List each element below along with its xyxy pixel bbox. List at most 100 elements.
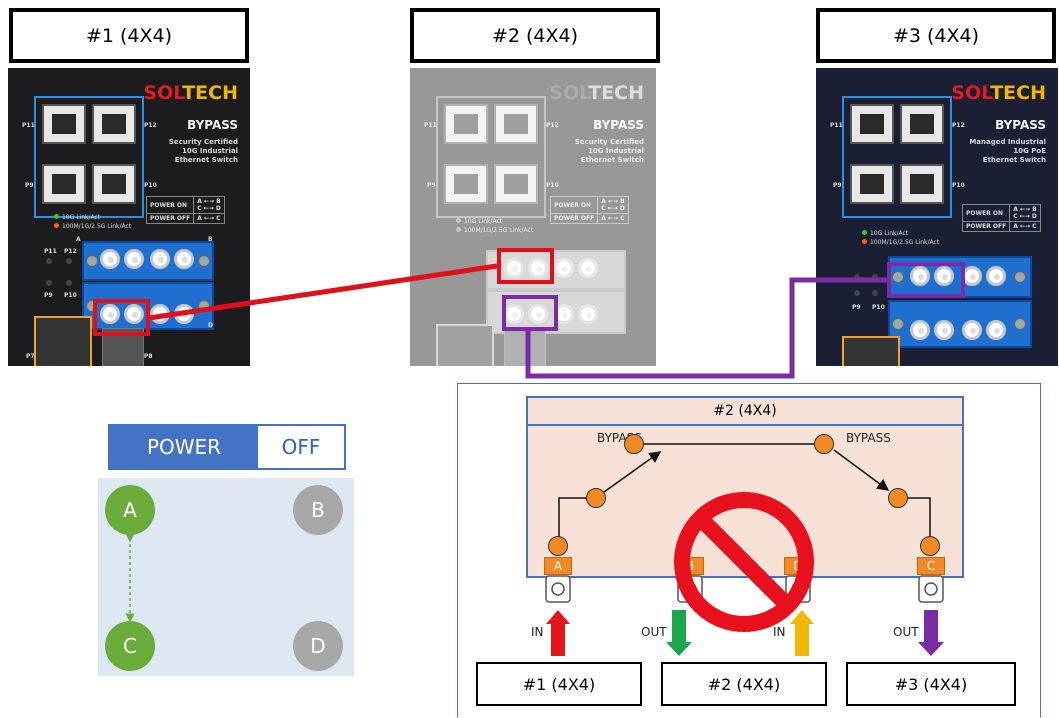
lc-port bbox=[528, 258, 548, 278]
port-label: P11 bbox=[424, 122, 437, 129]
power-state-header: POWER OFF bbox=[108, 424, 346, 470]
port-label: P11 bbox=[44, 248, 57, 255]
power-off-connection-map: A B C D bbox=[98, 478, 354, 676]
lc-port bbox=[100, 249, 120, 269]
status-led bbox=[872, 290, 878, 296]
in-arrow-red bbox=[546, 610, 570, 656]
out-arrow-green bbox=[666, 610, 692, 656]
sfp-port bbox=[850, 104, 894, 144]
lc-connector-block-ab bbox=[486, 250, 626, 290]
target-box-3: #3 (4X4) bbox=[846, 662, 1016, 706]
switch-2-block-header: #2 (4X4) bbox=[528, 398, 962, 426]
switch-2-input-highlight bbox=[497, 248, 554, 284]
status-led bbox=[872, 274, 878, 280]
lc-port bbox=[934, 320, 954, 340]
sfp-port bbox=[900, 104, 944, 144]
lc-port bbox=[578, 304, 598, 324]
lc-port bbox=[124, 249, 144, 269]
switch-3-desc: Managed Industrial 10G PoE Ethernet Swit… bbox=[969, 138, 1046, 164]
bypass-label-right: BYPASS bbox=[846, 431, 891, 445]
switch-1-port-highlight bbox=[93, 299, 150, 336]
junction-node bbox=[586, 488, 606, 508]
lc-port bbox=[554, 258, 574, 278]
port-label: P10 bbox=[872, 304, 885, 311]
sfp-port bbox=[42, 104, 86, 144]
switch-1-desc: Security Certified 10G Industrial Ethern… bbox=[168, 138, 238, 164]
lc-port bbox=[986, 320, 1006, 340]
screw bbox=[86, 255, 98, 267]
switch-2-output-highlight bbox=[502, 295, 558, 331]
purple-fiber-link bbox=[525, 277, 887, 379]
switch-1-panel: SOLTECH BYPASS Security Certified 10G In… bbox=[8, 68, 250, 366]
lc-port bbox=[124, 304, 144, 324]
node-b: B bbox=[293, 485, 343, 535]
led-legend-1: 10G Link/Act bbox=[862, 230, 908, 237]
sfp-port bbox=[900, 164, 944, 204]
sfp-cage-group bbox=[34, 96, 144, 218]
junction-node bbox=[920, 536, 940, 556]
lc-connector-icon bbox=[918, 575, 944, 603]
switch-2-desc: Security Certified 10G Industrial Ethern… bbox=[574, 138, 644, 164]
lc-port bbox=[578, 258, 598, 278]
junction-node bbox=[548, 536, 568, 556]
switch-3-brand: SOLTECH bbox=[951, 82, 1046, 104]
lc-port bbox=[934, 266, 954, 286]
port-label: P10 bbox=[546, 182, 559, 189]
power-label: POWER bbox=[110, 426, 258, 468]
sfp-port bbox=[444, 164, 488, 204]
port-label: P10 bbox=[952, 182, 965, 189]
sfp-cage-group bbox=[842, 96, 952, 218]
screw bbox=[1014, 271, 1026, 283]
status-led bbox=[854, 274, 860, 280]
switch-3-model: BYPASS bbox=[995, 118, 1046, 132]
port-label: P12 bbox=[144, 122, 157, 129]
junction-node bbox=[624, 434, 644, 454]
sfp-port bbox=[444, 104, 488, 144]
lc-connector-icon bbox=[545, 575, 571, 603]
port-label: P10 bbox=[64, 292, 77, 299]
led-legend-2: 100M/1G/2.5G Link/Act bbox=[54, 223, 131, 230]
lc-port bbox=[150, 249, 170, 269]
lc-port bbox=[910, 320, 930, 340]
port-label: D bbox=[208, 322, 213, 329]
switch-3-title: #3 (4X4) bbox=[816, 8, 1056, 63]
screw bbox=[1014, 318, 1026, 330]
screw bbox=[892, 271, 904, 283]
flow-label-2: OUT bbox=[641, 625, 667, 639]
target-box-2: #2 (4X4) bbox=[661, 662, 827, 706]
port-label: P10 bbox=[144, 182, 157, 189]
status-led bbox=[46, 280, 52, 286]
switch-1-title: #1 (4X4) bbox=[9, 8, 249, 63]
port-c: C bbox=[917, 557, 945, 575]
junction-node bbox=[888, 488, 908, 508]
port-label: P7 bbox=[26, 353, 35, 360]
flow-label-3: IN bbox=[773, 625, 786, 639]
out-arrow-purple bbox=[918, 610, 944, 656]
port-label: P9 bbox=[833, 182, 842, 189]
rj45-port bbox=[34, 316, 92, 366]
port-label: A bbox=[76, 236, 81, 243]
sfp-port bbox=[42, 164, 86, 204]
rj45-port bbox=[504, 330, 546, 366]
power-value: OFF bbox=[258, 426, 344, 468]
lc-port bbox=[100, 304, 120, 324]
bypass-diagram-frame bbox=[457, 383, 1041, 717]
port-label: P11 bbox=[22, 122, 35, 129]
target-box-1: #1 (4X4) bbox=[476, 662, 642, 706]
node-a: A bbox=[105, 485, 155, 535]
switch-2-panel: SOLTECH BYPASS Security Certified 10G In… bbox=[410, 68, 656, 366]
sfp-port bbox=[92, 164, 136, 204]
port-label: B bbox=[208, 236, 213, 243]
flow-label-4: OUT bbox=[893, 625, 919, 639]
switch-3-port-highlight bbox=[887, 262, 965, 298]
status-led bbox=[854, 290, 860, 296]
led-legend-2: 100M/1G/2.5G Link/Act bbox=[456, 227, 533, 234]
switch-3-panel: SOLTECH BYPASS Managed Industrial 10G Po… bbox=[816, 68, 1058, 366]
switch-2-block: #2 (4X4) bbox=[526, 396, 964, 578]
sfp-port bbox=[494, 104, 538, 144]
